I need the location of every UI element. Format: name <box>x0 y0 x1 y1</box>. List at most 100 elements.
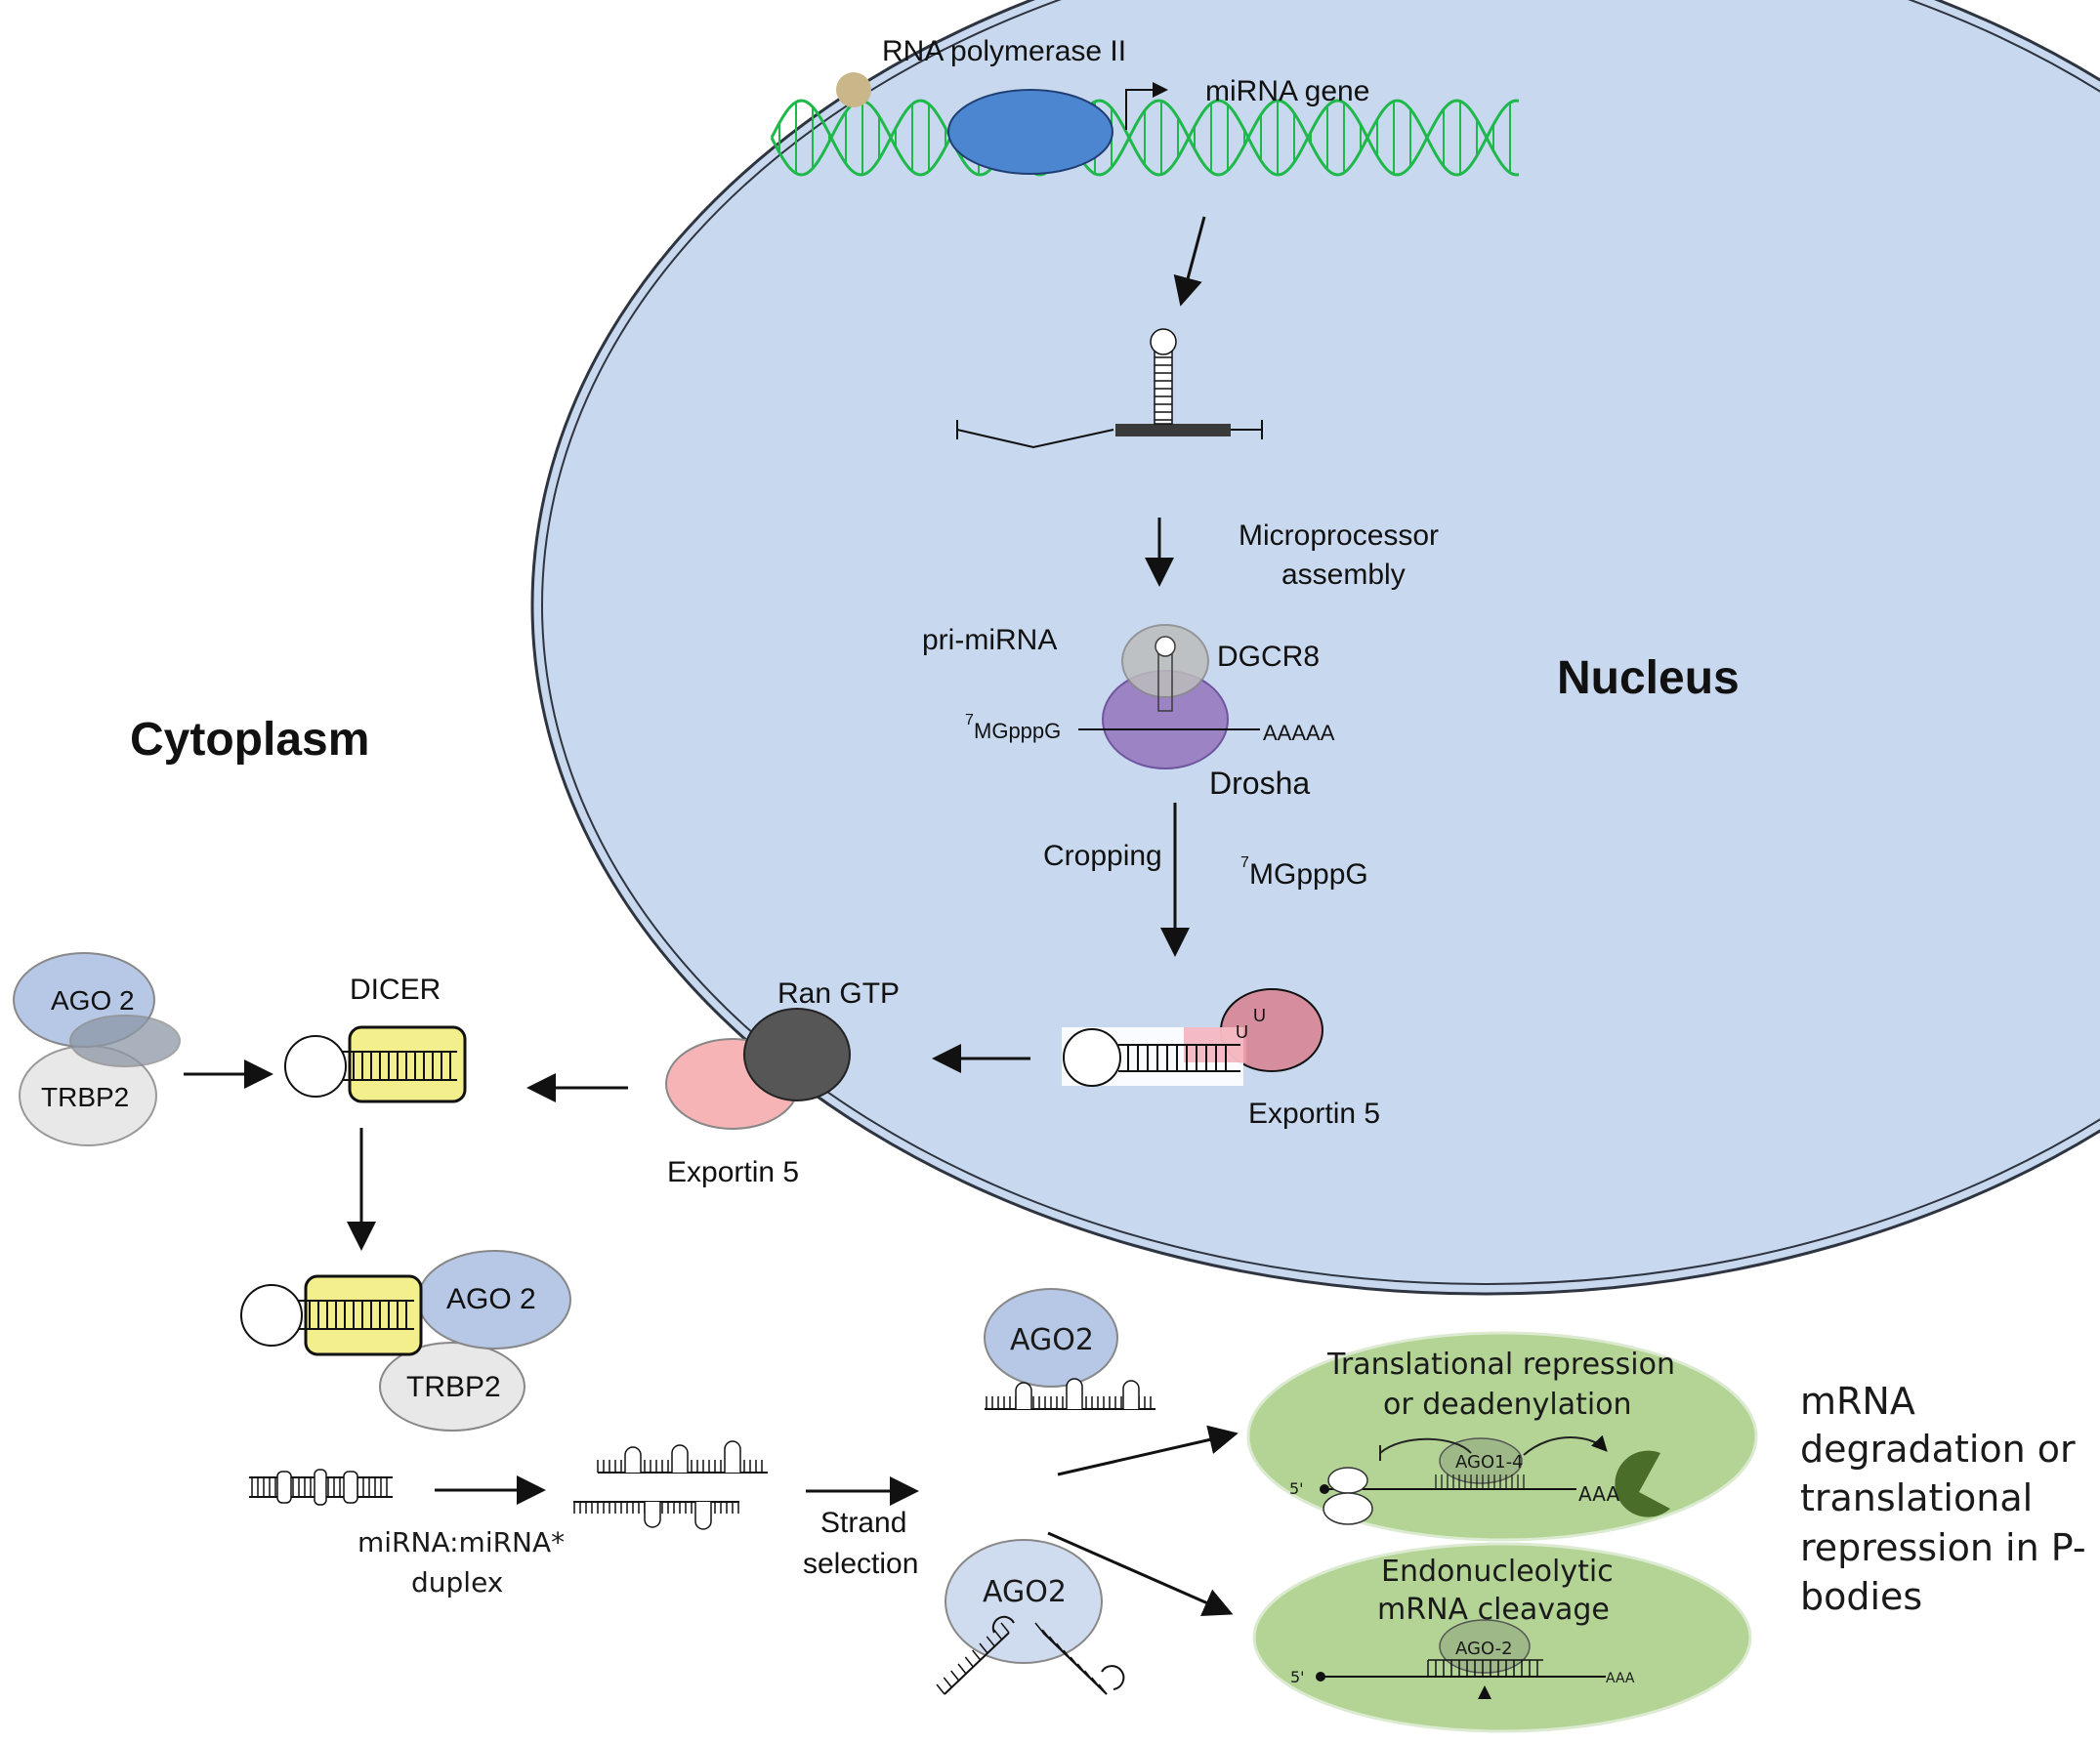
microprocessor-label-2: assembly <box>1281 559 1406 591</box>
ago1-4-protein <box>1439 1437 1523 1484</box>
outcome-label-5: bodies <box>1800 1575 1922 1618</box>
arrow-transcription <box>1173 216 1206 307</box>
ago-2-small-label: AGO-2 <box>1455 1639 1513 1659</box>
ago2-trbp2-complex-top <box>13 952 181 1146</box>
pri-mirna-label: pri-miRNA <box>922 624 1057 656</box>
mirna-base <box>950 1670 960 1682</box>
aaa-label-2: AAA <box>1606 1671 1635 1686</box>
cytoplasm-label: Cytoplasm <box>130 714 369 766</box>
dgcr8-label: DGCR8 <box>1217 641 1320 673</box>
u-overhang-1: U <box>1236 1022 1248 1042</box>
mirna-base <box>964 1656 974 1668</box>
ago2-right-bot-label: AGO2 <box>983 1575 1067 1609</box>
dicer-premirna <box>284 1025 467 1103</box>
mirna-arm <box>944 1632 1010 1695</box>
polya-label: AAAAA <box>1263 721 1335 745</box>
mirna-base <box>943 1677 952 1688</box>
ribosome-small <box>1327 1467 1368 1494</box>
arrow-to-cleavage <box>1047 1531 1234 1617</box>
outcome-label-3: translational <box>1800 1476 2033 1519</box>
duplex-loop <box>671 1444 689 1473</box>
mirna-loop <box>1101 1665 1125 1690</box>
ago1-4-label: AGO1-4 <box>1455 1452 1524 1473</box>
duplex-bulge <box>343 1471 358 1504</box>
cap-label: MGpppG <box>974 719 1061 743</box>
cap-label-sup: 7 <box>965 712 974 728</box>
trbp2-mid-protein <box>379 1342 525 1432</box>
trans-rep-label-1: Translational repression <box>1326 1348 1675 1382</box>
mirna-base <box>1048 1636 1059 1647</box>
trans-rep-label-2: or deadenylation <box>1383 1388 1632 1422</box>
microprocessor-label-1: Microprocessor <box>1239 519 1439 552</box>
cap2-label: MGpppG <box>1249 858 1368 891</box>
duplex-bulge <box>276 1471 292 1504</box>
cropping-label: Cropping <box>1043 840 1162 872</box>
mirna-loop <box>1066 1378 1083 1409</box>
arrow-to-repression <box>1057 1425 1239 1476</box>
mirna-base <box>936 1683 945 1695</box>
five-prime-label-1: 5' <box>1289 1479 1304 1498</box>
duplex-loop <box>644 1502 661 1528</box>
mirna-duplex-unwound <box>249 1469 393 1506</box>
strand-label-2: selection <box>803 1548 918 1580</box>
mirna-base <box>986 1636 995 1647</box>
mirna-base <box>1041 1629 1051 1640</box>
mature-mirna-strand <box>985 1378 1155 1410</box>
cleavage-mrna-detail <box>1316 1619 1606 1699</box>
endo-label-1: Endonucleolytic <box>1381 1555 1614 1589</box>
drosha-label: Drosha <box>1209 766 1310 801</box>
mirna-base <box>1091 1677 1101 1688</box>
exportin5-cytoplasm-label: Exportin 5 <box>667 1156 799 1188</box>
mirna-base <box>1063 1649 1072 1661</box>
exportin5-nuclear-label: Exportin 5 <box>1248 1098 1380 1130</box>
mirna-base <box>993 1629 1003 1640</box>
dna-strand-2 <box>770 99 1520 177</box>
mirna-base <box>1076 1663 1086 1675</box>
repression-mrna-detail <box>1320 1434 1670 1525</box>
cap2-label-sup: 7 <box>1240 854 1249 871</box>
transcription-start-arrow <box>1125 82 1168 130</box>
pre-mirna-exportin5-nuclear <box>1062 988 1323 1087</box>
dgcr8-protein <box>1121 624 1209 698</box>
rna-polymerase-label: RNA polymerase II <box>882 35 1126 67</box>
mirna-base <box>979 1642 988 1654</box>
ago2-right-top-protein <box>984 1288 1118 1388</box>
ago2-right-bot-protein <box>945 1539 1103 1664</box>
mirna-base <box>1056 1642 1066 1654</box>
mirna-base <box>1070 1656 1079 1668</box>
duplex-bulge <box>314 1469 327 1506</box>
five-prime-label-2: 5' <box>1290 1668 1305 1686</box>
mirna-base <box>1000 1622 1010 1634</box>
mirna-base <box>1083 1670 1094 1682</box>
ago2-top-label: AGO 2 <box>51 985 135 1016</box>
drosha-dgcr8-complex <box>1078 624 1260 769</box>
ago2-right-top-label: AGO2 <box>1010 1323 1094 1357</box>
mirna-base <box>957 1663 967 1675</box>
duplex-label-1: miRNA:miRNA* <box>357 1526 565 1558</box>
aaa-label-1: AAA <box>1578 1482 1619 1506</box>
mirna-loop <box>991 1615 1015 1634</box>
mirna-gene-label: miRNA gene <box>1205 75 1369 107</box>
ago2-top-overlay <box>69 1015 181 1067</box>
mirna-base <box>1098 1683 1108 1695</box>
nucleus-compartment <box>530 0 2100 1296</box>
rna-polymerase-ii <box>947 89 1113 175</box>
ran-gtp-protein <box>743 1008 851 1101</box>
outcome-label-4: repression in P- <box>1800 1526 2086 1569</box>
u-overhang-2: U <box>1253 1006 1266 1025</box>
trbp2-top-label: TRBP2 <box>41 1082 129 1112</box>
outcome-label-2: degradation or <box>1800 1428 2076 1471</box>
duplex-loop <box>724 1440 741 1473</box>
duplex-loop <box>694 1502 712 1530</box>
dicer-label: DICER <box>350 974 441 1006</box>
cleavage-site-marker <box>1478 1685 1491 1699</box>
mirna-loop <box>1015 1382 1032 1409</box>
duplex-loop <box>624 1446 642 1473</box>
mirna-base <box>972 1649 982 1661</box>
outcome-label-1: mRNA <box>1800 1380 1915 1423</box>
dna-strand-1 <box>770 99 1520 177</box>
riscloading-complex <box>240 1250 571 1432</box>
ago2-bound-strands <box>936 1615 1125 1695</box>
nucleus-label: Nucleus <box>1557 652 1740 704</box>
